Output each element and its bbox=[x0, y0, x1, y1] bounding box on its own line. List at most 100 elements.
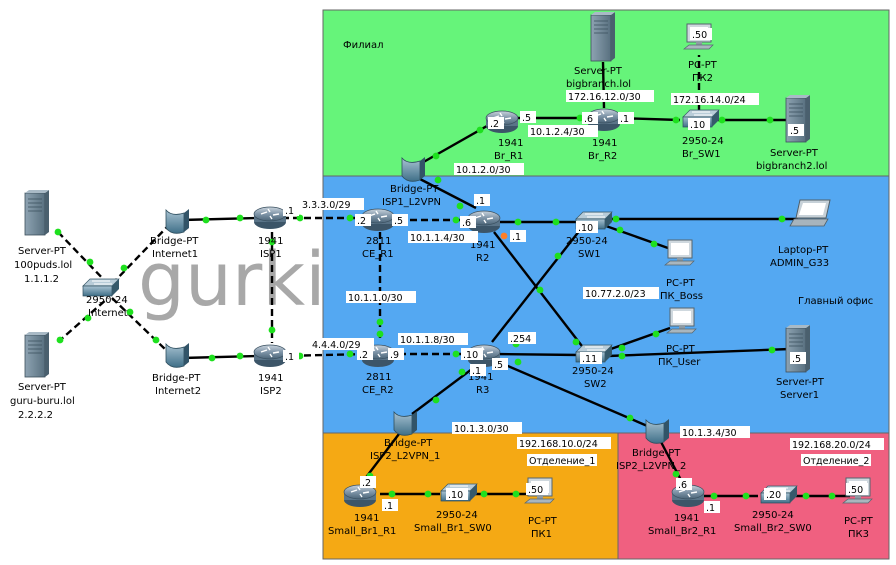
ce2-right-port-tag: .9 bbox=[388, 348, 404, 361]
brsw1-ip-tag: .10 bbox=[688, 118, 710, 131]
bridge-isp2-l2vpn1-bridge-icon[interactable] bbox=[393, 410, 417, 436]
link-dot bbox=[650, 240, 658, 248]
ce1-type: 2811 bbox=[366, 236, 391, 247]
br-r2-type: 1941 bbox=[592, 138, 617, 149]
link-dot bbox=[458, 368, 466, 376]
bridge-l2vpn-name: ISP1_L2VPN bbox=[382, 197, 441, 208]
pc3-type: PC-PT bbox=[844, 516, 874, 527]
link-dot bbox=[512, 490, 520, 498]
zone-branch-title: Филиал bbox=[343, 40, 384, 51]
cable-guru-internet bbox=[57, 297, 109, 343]
pc3-ip-tag-text: .50 bbox=[848, 485, 863, 496]
bridge-l2vpn2-type: Bridge-PT bbox=[632, 448, 681, 459]
bridge-internet2-bridge-icon[interactable] bbox=[165, 342, 189, 368]
brsw1-name: Br_SW1 bbox=[682, 149, 721, 160]
bridge-internet1-bridge-icon[interactable] bbox=[165, 208, 189, 234]
bigbranch-name: bigbranch.lol bbox=[566, 79, 631, 90]
r3-left-port-tag: .10 bbox=[461, 348, 483, 361]
bridge-isp1-l2vpn-bridge-icon[interactable] bbox=[401, 156, 425, 182]
link-dot bbox=[476, 126, 484, 134]
pc1-ip-tag: .50 bbox=[526, 483, 548, 496]
link-dot bbox=[434, 176, 442, 184]
net-isp2-ce-tag-text: 4.4.4.0/29 bbox=[312, 340, 361, 351]
dept2-subnet-tag: 192.168.20.0/24 bbox=[790, 438, 884, 451]
pcuser-name: ПК_User bbox=[658, 357, 701, 368]
ce2-left-port-tag: .2 bbox=[357, 348, 373, 361]
dept1-title-tag: Отделение_1 bbox=[527, 454, 597, 467]
isp2-router-icon[interactable] bbox=[253, 344, 287, 367]
link-dot bbox=[742, 492, 750, 500]
link-dot bbox=[718, 116, 726, 124]
net-isp1-ce-tag: 3.3.3.0/29 bbox=[300, 198, 364, 211]
br-r1-left-port-tag-text: .2 bbox=[490, 119, 499, 130]
pc1-name: ПК1 bbox=[531, 529, 552, 540]
dept1-subnet-tag: 192.168.10.0/24 bbox=[517, 437, 611, 450]
pc-boss-pc-icon[interactable] bbox=[664, 239, 695, 266]
dept1-subnet-tag-text: 192.168.10.0/24 bbox=[519, 439, 598, 450]
link-dot bbox=[552, 218, 560, 226]
server100-type: Server-PT bbox=[18, 246, 67, 257]
server-guru-server-icon[interactable] bbox=[24, 332, 49, 378]
link-dot bbox=[710, 492, 718, 500]
cable-r3-sw2 bbox=[493, 352, 581, 357]
cable-r3-bridge-l2vpn2 bbox=[493, 358, 653, 430]
pc2-ip-tag-text: .50 bbox=[692, 30, 707, 41]
ce2-right-port-tag-text: .9 bbox=[390, 350, 399, 361]
dept2-title-tag: Отделение_2 bbox=[801, 454, 871, 467]
ce1-left-port-tag: .2 bbox=[355, 214, 371, 227]
link-dot bbox=[802, 492, 810, 500]
address-tags-layer: .1.13.3.3.0/294.4.4.0/29.2.5.2.9.6.1.1.1… bbox=[283, 28, 884, 514]
net-ce1-ce2-tag-text: 10.1.1.0/30 bbox=[348, 293, 403, 304]
server-100puds-server-icon[interactable] bbox=[24, 190, 49, 236]
sw-internet-switch-icon[interactable] bbox=[82, 278, 120, 297]
br-r2-left-port-tag-text: .6 bbox=[584, 114, 593, 125]
bridge-isp2-l2vpn2-bridge-icon[interactable] bbox=[645, 418, 669, 444]
sw1-name: SW1 bbox=[578, 249, 601, 260]
r3-bottom-port-tag-text: .1 bbox=[472, 366, 481, 377]
small2-top-port-tag-text: .6 bbox=[678, 480, 687, 491]
r3-left-port-tag-text: .10 bbox=[463, 350, 478, 361]
pc2-name: ПК2 bbox=[692, 73, 713, 84]
link-dot bbox=[576, 114, 584, 122]
bridge-internet1-name: Internet1 bbox=[152, 249, 198, 260]
link-dot bbox=[432, 396, 440, 404]
bigbranch-type: Server-PT bbox=[574, 66, 623, 77]
isp1-router-icon[interactable] bbox=[253, 206, 287, 229]
brsw1-type: 2950-24 bbox=[682, 136, 724, 147]
laptop-admin-laptop-icon[interactable] bbox=[789, 199, 831, 227]
r2-bottom-port-tag: .1 bbox=[510, 230, 526, 243]
br-r2-right-port-tag: .1 bbox=[618, 112, 634, 125]
net-br-link-tag-text: 10.1.2.0/30 bbox=[456, 165, 511, 176]
cable-sw2-server1 bbox=[607, 347, 791, 358]
r3-top-port-tag: .254 bbox=[508, 332, 536, 345]
server1-type: Server-PT bbox=[776, 377, 825, 388]
watermark-text: gurki bbox=[138, 237, 326, 323]
bigbranch2-ip-tag-text: .5 bbox=[790, 126, 799, 137]
net-br-r1-r2-tag: 10.1.2.4/30 bbox=[528, 125, 598, 138]
net-ce2-r3-tag-text: 10.1.1.8/30 bbox=[400, 335, 455, 346]
br-r1-right-port-tag: .5 bbox=[520, 111, 536, 124]
pcboss-name: ПК_Boss bbox=[660, 291, 703, 302]
pc1-ip-tag-text: .50 bbox=[528, 485, 543, 496]
link-dot bbox=[120, 264, 128, 272]
r2-type: 1941 bbox=[470, 240, 495, 251]
laptop-name: ADMIN_G33 bbox=[770, 258, 829, 269]
net-small1-link-tag-text: 10.1.3.0/30 bbox=[454, 424, 509, 435]
link-dot bbox=[424, 490, 432, 498]
small1-type: 1941 bbox=[354, 513, 379, 524]
zone-main-title: Главный офис bbox=[798, 296, 873, 307]
small-br1-r1-router-icon[interactable] bbox=[343, 484, 377, 507]
small1-sw-ip-tag-text: .10 bbox=[448, 490, 463, 501]
link-dot-down bbox=[500, 232, 508, 240]
r3-bottom-port-tag: .1 bbox=[470, 364, 486, 377]
link-dot bbox=[152, 336, 160, 344]
server-bigbranch-server-icon[interactable] bbox=[590, 12, 615, 62]
pc-user-pc-icon[interactable] bbox=[666, 307, 697, 334]
pc3-ip-tag: .50 bbox=[846, 483, 868, 496]
br-r1-right-port-tag-text: .5 bbox=[522, 113, 531, 124]
r2-top-port-tag: .1 bbox=[474, 194, 490, 207]
br-r2-left-port-tag: .6 bbox=[582, 112, 598, 125]
ce1-right-port-tag-text: .5 bbox=[394, 216, 403, 227]
guru-name: guru-buru.lol bbox=[10, 396, 75, 407]
